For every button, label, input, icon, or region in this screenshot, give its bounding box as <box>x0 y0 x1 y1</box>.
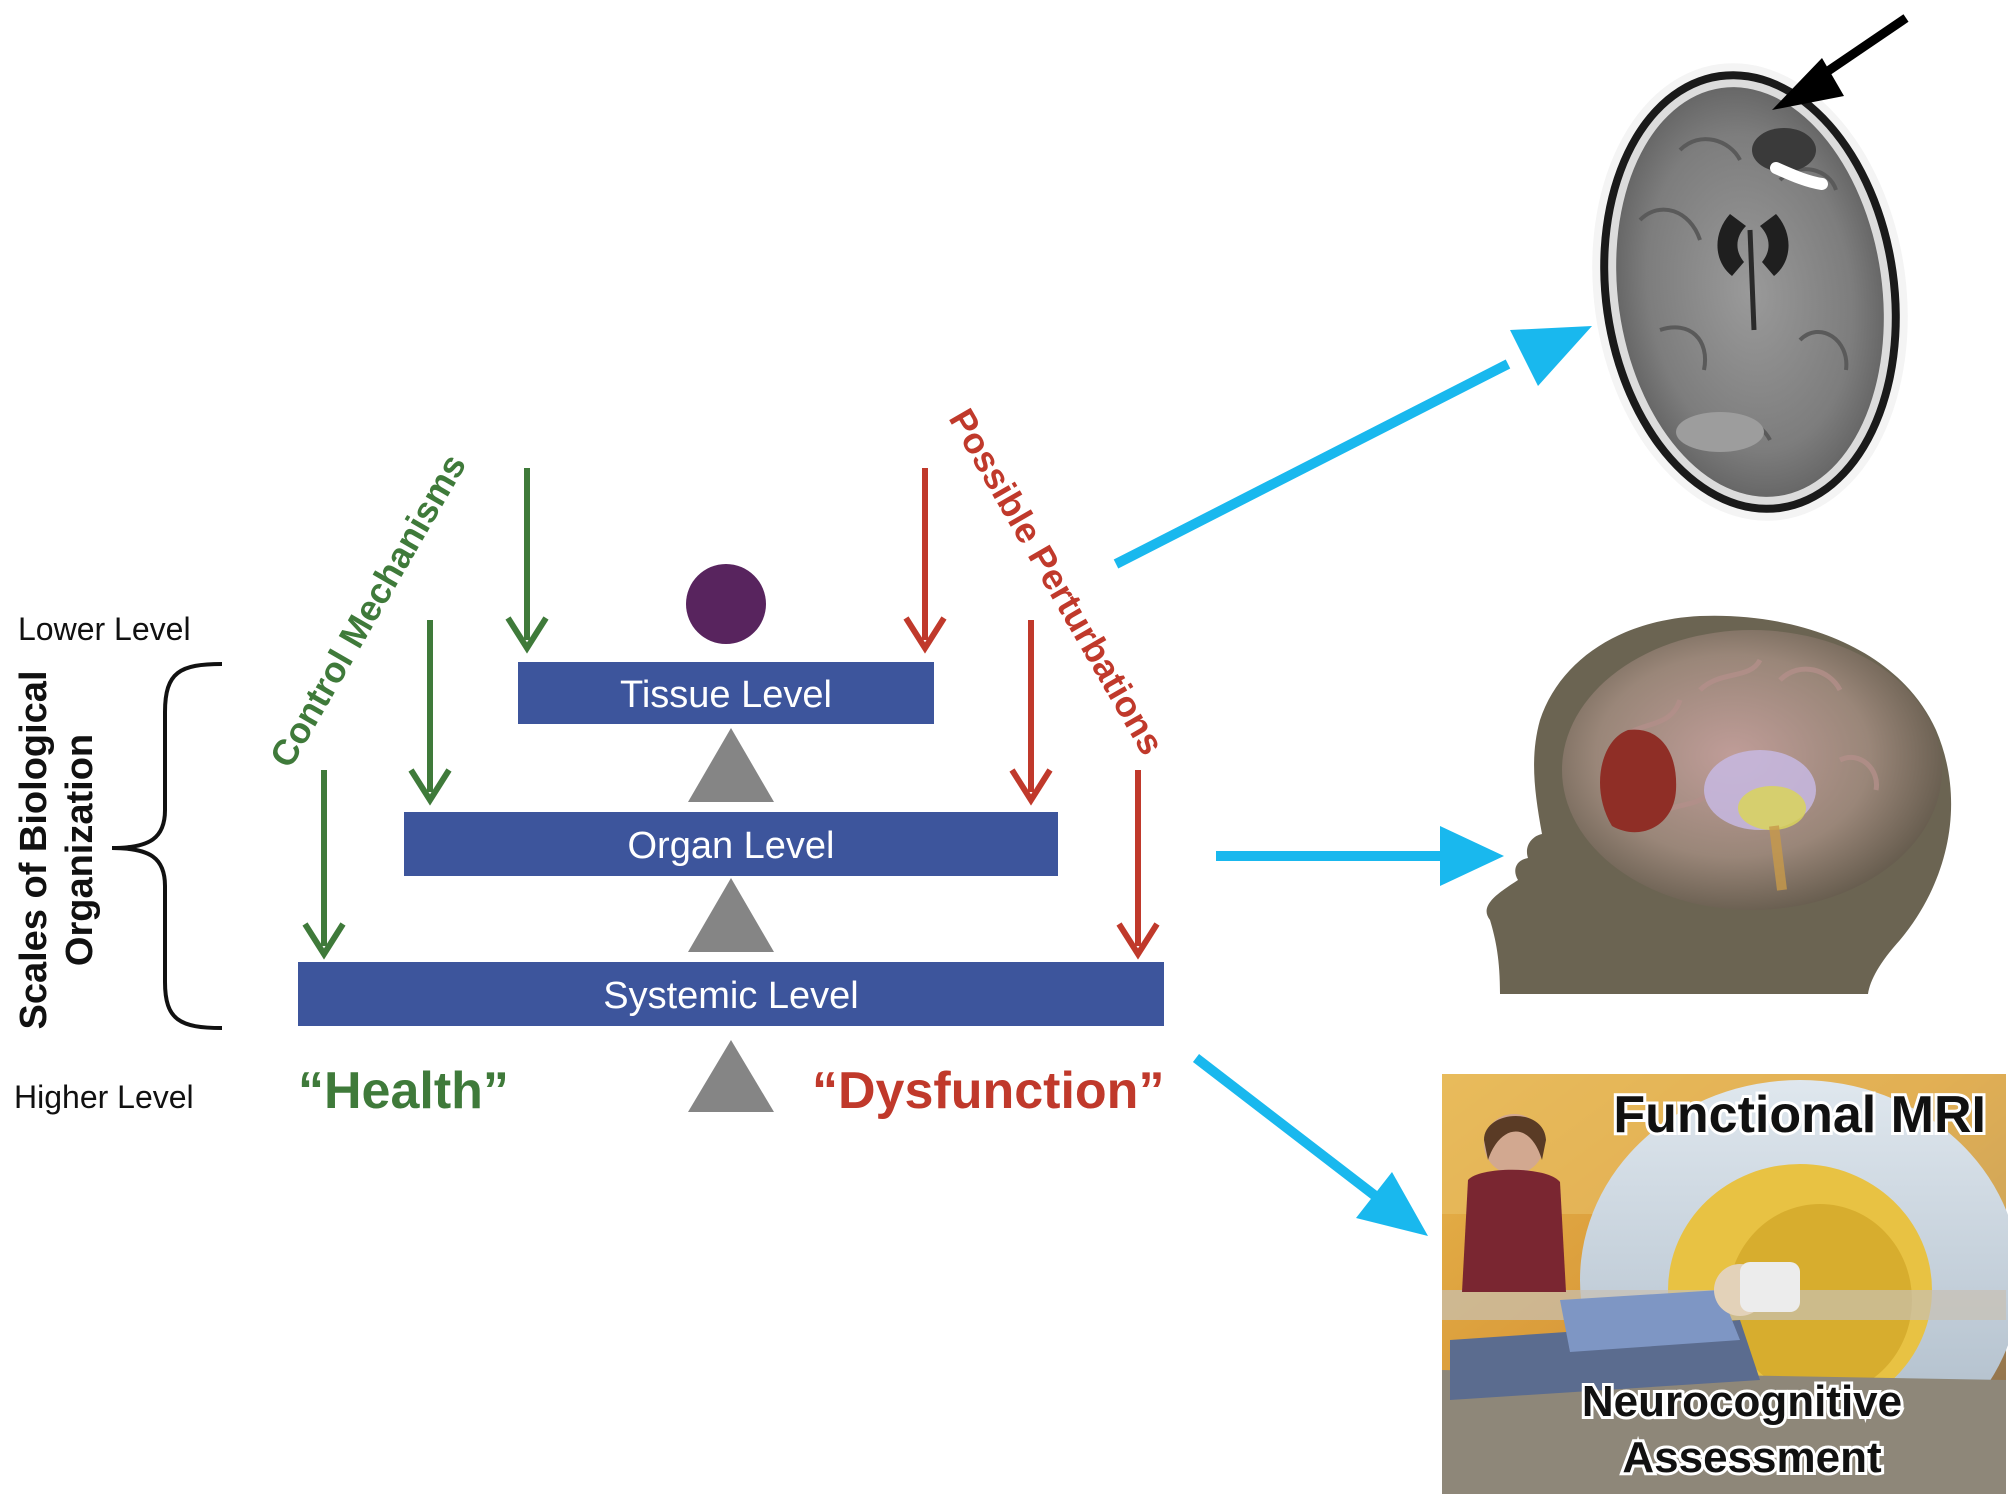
red-arrow <box>1116 770 1160 960</box>
connector-arrows <box>1113 326 1592 1236</box>
neurocognitive-label: Neurocognitive <box>1582 1377 1902 1426</box>
tissue-level-bar <box>518 662 934 724</box>
fulcrum-organ <box>688 878 774 952</box>
health-label: “Health” <box>298 1062 509 1120</box>
dysfunction-label: “Dysfunction” <box>812 1062 1164 1120</box>
fulcrum-systemic <box>688 1040 774 1112</box>
3d-head-brain-render <box>1486 615 1952 994</box>
systemic-level-bar <box>298 962 1164 1026</box>
fmri-title: Functional MRI <box>1613 1086 1986 1144</box>
scale-title-line1: Scales of Biological <box>13 671 55 1030</box>
possible-perturbations-label: Possible Perturbations <box>941 402 1173 762</box>
balance-ball <box>686 564 766 644</box>
red-arrow <box>1009 620 1053 806</box>
tissue-level-label: Tissue Level <box>620 674 832 716</box>
lower-level-label: Lower Level <box>18 611 191 647</box>
organ-level-bar <box>404 812 1058 876</box>
assessment-label: Assessment <box>1622 1433 1882 1482</box>
cyan-arrow-to-head <box>1216 826 1504 886</box>
mri-brain-slice <box>1592 63 1908 521</box>
fulcrum-tissue <box>688 728 774 802</box>
curly-brace <box>111 662 223 1030</box>
cyan-arrow-to-mri <box>1113 326 1592 569</box>
control-arrows <box>302 468 549 960</box>
fmri-photo-panel: Functional MRI Neurocognitive Assessment <box>1442 1074 2008 1494</box>
black-pointer-arrow <box>1772 14 1909 110</box>
green-arrow <box>302 770 346 960</box>
scale-title: Scales of Biological Organization <box>13 671 101 1030</box>
red-arrow <box>903 468 947 654</box>
green-arrow <box>408 620 452 806</box>
control-mechanisms-label: Control Mechanisms <box>261 447 474 774</box>
scale-title-line2: Organization <box>59 734 101 966</box>
cyan-arrow-to-fmri <box>1192 1054 1428 1236</box>
higher-level-label: Higher Level <box>14 1079 194 1115</box>
organ-level-label: Organ Level <box>627 825 834 867</box>
perturbation-arrows <box>903 468 1160 960</box>
green-arrow <box>505 468 549 654</box>
systemic-level-label: Systemic Level <box>603 975 859 1017</box>
